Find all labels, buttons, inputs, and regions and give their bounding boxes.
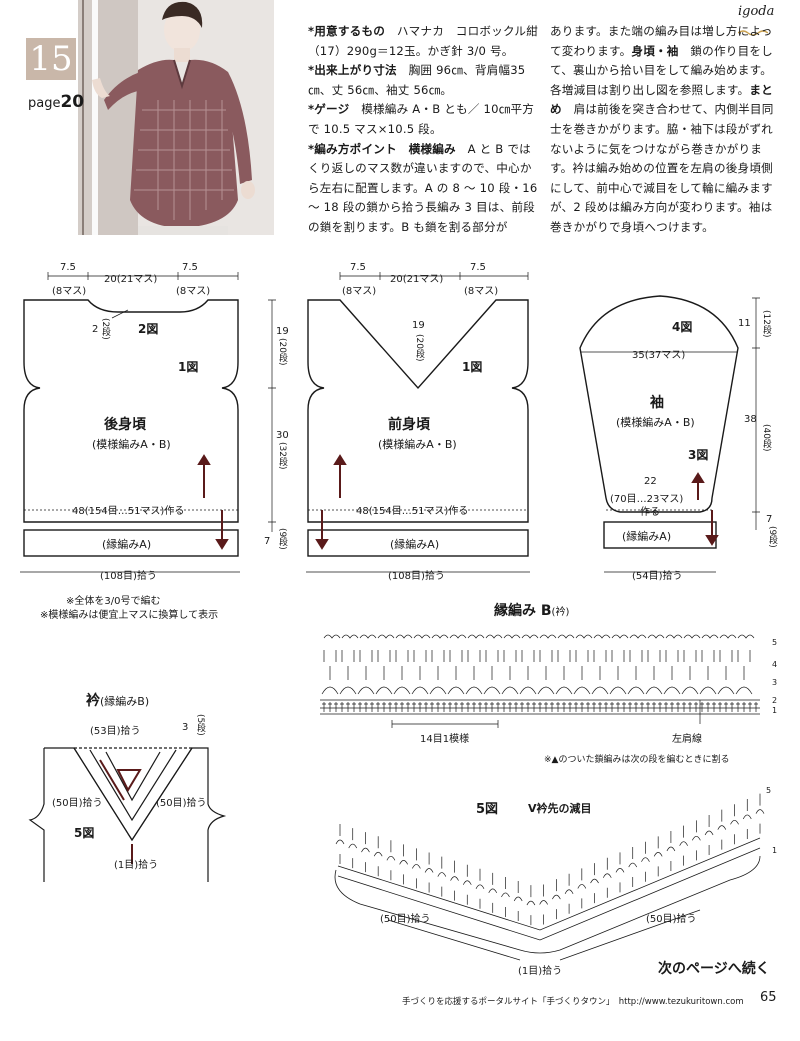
back-chain-count: 48(154目…51マス)作る	[72, 506, 185, 517]
pattern-number-badge: 15	[26, 38, 76, 80]
edge-b-row-4: 4	[772, 660, 778, 669]
edge-b-repeat: 14目1模様	[420, 734, 470, 745]
collar-top-pickup: (53目)拾う	[90, 726, 141, 737]
instructions-column-1: *用意するもの ハマナカ コロボックル紺（17）290g＝12玉。かぎ針 3/0…	[308, 22, 540, 238]
instruction-paragraph: *用意するもの ハマナカ コロボックル紺（17）290g＝12玉。かぎ針 3/0…	[308, 24, 539, 58]
instruction-paragraph: 身頃・袖 鎖の作り目をして、裏山から拾い目をして編み始めます。各増減目は割り出し…	[550, 43, 773, 97]
edge-b-row-3: 3	[772, 678, 778, 687]
edge-b-shoulder-line: 左肩線	[672, 734, 702, 745]
model-photo	[78, 0, 274, 235]
back-subtitle: (模様編みA・B)	[92, 438, 171, 451]
back-neck-depth: 2	[92, 324, 99, 335]
collar-rows-unit: (5段)	[195, 714, 205, 736]
fig5-right-pickup: (50目)拾う	[646, 914, 697, 925]
band-height: 7	[264, 536, 271, 547]
front-title: 前身頃	[388, 417, 430, 433]
sleeve-outline	[579, 295, 739, 513]
instruction-paragraph: *出来上がり寸法 胸囲 96㎝、背肩幅35㎝、丈 56㎝、袖丈 56㎝。	[308, 63, 526, 97]
collar-rows: 3	[182, 722, 189, 733]
sleeve-cuff-width: 22	[644, 476, 657, 487]
fig5-row-1: 1	[772, 846, 778, 855]
ornament-icon	[737, 22, 769, 36]
front-subtitle: (模様編みA・B)	[378, 438, 457, 451]
sleeve-cap-rows: (12段)	[761, 310, 771, 338]
collar-fig5-label: 5図	[74, 826, 95, 840]
sleeve-pickup: (54目)拾う	[632, 571, 683, 582]
front-shoulder-width-right: 7.5	[470, 262, 486, 273]
instruction-paragraph: *編み方ポイント 横様編み A と B ではくり返しのマス数が違いますので、中心…	[308, 141, 542, 234]
sleeve-title: 袖	[650, 395, 664, 411]
fig5-row-5: 5	[766, 786, 772, 795]
sleeve-fig3-label: 3図	[688, 448, 709, 462]
edge-b-note: ※▲のついた鎖編みは次の段を編むときに割る	[544, 755, 730, 765]
note-hook: ※全体を3/0号で編む	[66, 596, 161, 607]
edge-b-row-1: 1	[772, 706, 778, 715]
collar-left-pickup: (50目)拾う	[52, 798, 103, 809]
back-neck-width: 20(21マス)	[104, 274, 158, 285]
back-fig1-label: 1図	[178, 360, 199, 374]
front-fig1-label: 1図	[462, 360, 483, 374]
sleeve-chain-label: 作る	[640, 507, 660, 518]
back-neck-rows: (2段)	[100, 318, 110, 340]
sleeve-fig4-label: 4図	[672, 320, 693, 334]
instructions-column-2: あります。また端の編み目は増し方によって変わります。身頃・袖 鎖の作り目をして、…	[550, 22, 776, 238]
front-neck-width: 20(21マス)	[390, 274, 444, 285]
sleeve-length: 38	[744, 414, 757, 425]
front-chain-count: 48(154目…51マス)作る	[356, 506, 469, 517]
fig5-title: 5図	[476, 802, 499, 817]
edge-b-row-5: 5	[772, 638, 778, 647]
sleeve-band-height: 7	[766, 514, 773, 525]
instruction-paragraph: あります。また端の編み目は増し方によって変わります。	[550, 24, 773, 58]
sleeve-width: 35(37マス)	[632, 350, 686, 361]
collar-title: 衿(縁編みB)	[86, 693, 150, 709]
back-band-label: (縁編みA)	[102, 538, 152, 551]
sleeve-subtitle: (模様編みA・B)	[616, 416, 695, 429]
fig5-chart	[334, 837, 761, 961]
page-number: 65	[760, 990, 777, 1005]
back-outline	[23, 299, 239, 523]
front-shoulder-width: 7.5	[350, 262, 366, 273]
fig5-subtitle: V衿先の減目	[528, 802, 592, 815]
back-shoulder-stitches: (8マス)	[52, 286, 87, 297]
back-shoulder-width-right: 7.5	[182, 262, 198, 273]
edge-b-row-2: 2	[772, 696, 778, 705]
front-v-rows: (20段)	[414, 334, 424, 362]
back-pickup: (108目)拾う	[100, 571, 157, 582]
body-height: 30	[276, 430, 289, 441]
front-outline	[307, 299, 529, 523]
band-rows: (9段)	[277, 528, 287, 550]
brand-mark: igoda	[738, 4, 775, 19]
instruction-paragraph: まとめ 肩は前後を突き合わせて、内側半目同士を巻きかがります。脇・袖下は段がずれ…	[550, 82, 774, 234]
front-pickup: (108目)拾う	[388, 571, 445, 582]
front-shoulder-stitches: (8マス)	[342, 286, 377, 297]
armhole-rows: (20段)	[277, 338, 287, 366]
sleeve-band-rows: (9段)	[767, 526, 777, 548]
footer-text: 手づくりを応援するポータルサイト「手づくりタウン」 http://www.tez…	[402, 997, 744, 1007]
page-reference: page20	[28, 92, 85, 112]
back-shoulder-width: 7.5	[60, 262, 76, 273]
back-shoulder-stitches-right: (8マス)	[176, 286, 211, 297]
sleeve-length-rows: (40段)	[761, 424, 771, 452]
collar-center-pickup: (1目)拾う	[114, 860, 159, 871]
sleeve-band-label: (縁編みA)	[622, 530, 672, 543]
body-rows: (32段)	[277, 442, 287, 470]
back-fig2-label: 2図	[138, 322, 159, 336]
sleeve-cap-height: 11	[738, 318, 751, 329]
continue-next-page: 次のページへ続く	[658, 961, 770, 977]
collar-right-pickup: (50目)拾う	[156, 798, 207, 809]
sleeve-cuff-stitches: (70目…23マス)	[610, 494, 684, 505]
front-v-depth: 19	[412, 320, 425, 331]
back-title: 後身頃	[104, 417, 146, 433]
fig5-center-pickup: (1目)拾う	[518, 966, 563, 977]
note-pattern: ※模様編みは便宜上マスに換算して表示	[40, 610, 219, 621]
fig5-left-pickup: (50目)拾う	[380, 914, 431, 925]
front-band-label: (縁編みA)	[390, 538, 440, 551]
edge-b-title: 縁編み B(衿)	[494, 603, 570, 619]
armhole-height: 19	[276, 326, 289, 337]
front-shoulder-stitches-right: (8マス)	[464, 286, 499, 297]
instruction-paragraph: *ゲージ 模様編み A・B とも／ 10㎝平方で 10.5 マス×10.5 段。	[308, 102, 535, 136]
